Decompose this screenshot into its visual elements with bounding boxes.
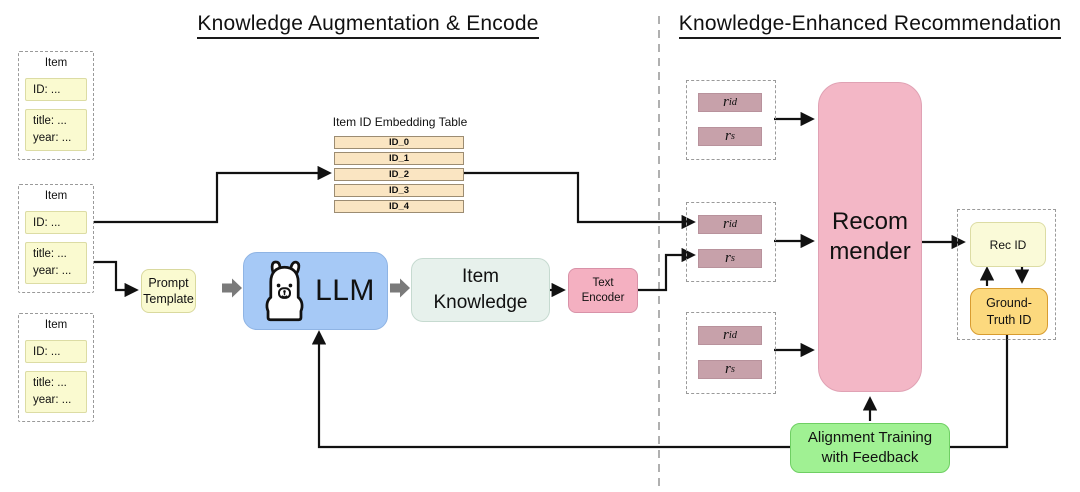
arrow-itemtext-to-prompt: [86, 260, 139, 298]
item-card: Item ID: ... title: ... year: ...: [18, 51, 94, 160]
recommender-line1: Recom: [831, 208, 909, 235]
item-knowledge-line1: Item: [462, 266, 499, 288]
ground-truth-line2: Truth ID: [986, 312, 1032, 327]
item-year-text: year: ...: [33, 132, 72, 144]
item-card-label: Item: [44, 57, 68, 69]
item-title-text: title: ...: [33, 376, 67, 389]
rs-label: r: [725, 361, 731, 377]
item-card-label: Item: [44, 319, 68, 331]
alignment-training-box: Alignment Training with Feedback: [790, 423, 950, 473]
rid-label: r: [722, 216, 729, 232]
embedding-table-row: ID_3: [334, 184, 464, 197]
block-arrows: [222, 278, 410, 298]
rs-label: r: [725, 250, 731, 266]
arrow-itemid-to-table: [86, 165, 332, 224]
text-encoder-line1: Text: [592, 276, 614, 289]
rs-label: r: [725, 128, 731, 144]
prompt-template-line2: Template: [143, 292, 194, 306]
section-title-recommendation: Knowledge-Enhanced Recommendation: [664, 12, 1076, 39]
item-knowledge-line2: Knowledge: [433, 292, 528, 313]
llm-label: LLM: [315, 274, 375, 307]
prompt-template-line1: Prompt: [148, 275, 189, 290]
item-id-field: ID: ...: [25, 78, 87, 101]
section-title-augmentation: Knowledge Augmentation & Encode: [180, 12, 556, 39]
section-title-right-text: Knowledge-Enhanced Recommendation: [678, 12, 1062, 39]
rid-sub: id: [728, 219, 737, 230]
llama-icon: [265, 260, 304, 322]
item-title-text: title: ...: [33, 114, 67, 127]
item-id-field: ID: ...: [25, 211, 87, 234]
item-year-text: year: ...: [33, 265, 72, 277]
llm-box: LLM: [243, 252, 388, 330]
rid-label: r: [722, 94, 729, 110]
item-title-text: title: ...: [33, 247, 67, 260]
rs-sub: s: [730, 253, 735, 264]
ground-truth-id-box: Ground- Truth ID: [970, 288, 1048, 335]
item-card-label: Item: [44, 190, 68, 202]
prompt-template-box: Prompt Template: [141, 269, 196, 313]
item-card: Item ID: ... title: ... year: ...: [18, 184, 94, 293]
item-meta-field: title: ... year: ...: [25, 371, 87, 413]
text-encoder-box: Text Encoder: [568, 268, 638, 313]
rid-label: r: [722, 327, 729, 343]
rid-sub: id: [728, 97, 737, 108]
item-card: Item ID: ... title: ... year: ...: [18, 313, 94, 422]
recommender-line2: mender: [829, 238, 911, 265]
alignment-line2: with Feedback: [821, 449, 919, 466]
feedback-line-to-llm: [311, 330, 1009, 449]
embedding-table-row: ID_2: [334, 168, 464, 181]
rec-id-box: Rec ID: [970, 222, 1046, 267]
item-year-text: year: ...: [33, 394, 72, 406]
rid-sub: id: [728, 330, 737, 341]
arrow-paths: [86, 111, 1030, 449]
item-knowledge-box: Item Knowledge: [411, 258, 550, 322]
arrow-table-to-rid: [464, 171, 696, 230]
embedding-table-row: ID_4: [334, 200, 464, 213]
item-meta-field: title: ... year: ...: [25, 109, 87, 151]
recommender-box: Recom mender: [818, 82, 922, 392]
rs-sub: s: [730, 364, 735, 375]
section-title-left-text: Knowledge Augmentation & Encode: [197, 12, 539, 39]
output-group: Rec ID Ground- Truth ID: [957, 209, 1056, 340]
block-arrow-icon: [390, 278, 410, 298]
block-arrow-icon: [222, 278, 242, 298]
text-encoder-line2: Encoder: [581, 291, 625, 304]
item-meta-field: title: ... year: ...: [25, 242, 87, 284]
arrow-encoder-to-rs: [638, 247, 696, 292]
alignment-line1: Alignment Training: [807, 428, 933, 446]
embedding-table-title: Item ID Embedding Table: [332, 115, 468, 129]
rs-sub: s: [730, 131, 735, 142]
item-id-field: ID: ...: [25, 340, 87, 363]
ground-truth-line1: Ground-: [986, 296, 1032, 311]
embedding-table-row: ID_0: [334, 136, 464, 149]
embedding-table-row: ID_1: [334, 152, 464, 165]
